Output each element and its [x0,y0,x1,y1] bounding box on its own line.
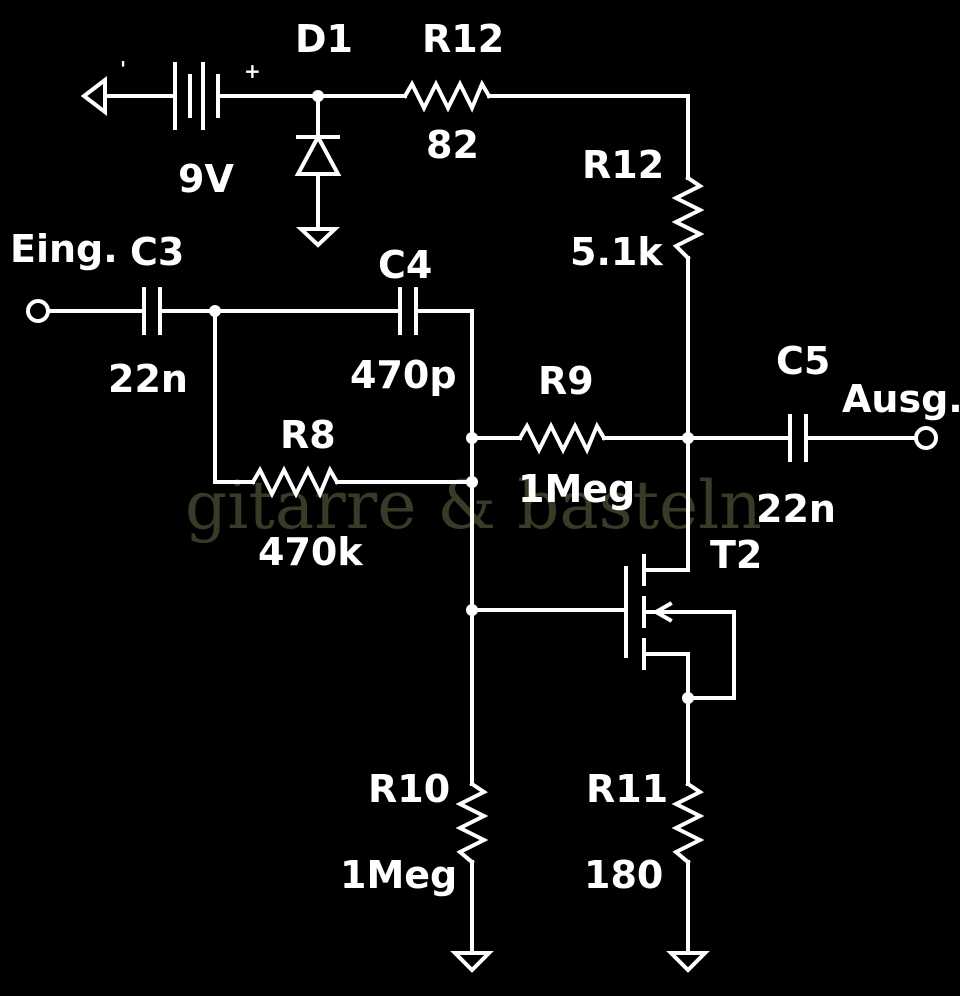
r9-label: R9 [538,359,594,403]
c4-label: C4 [378,243,432,287]
r10-value: 1Meg [340,853,457,897]
r11-value: 180 [584,853,663,897]
c3-label: C3 [130,230,184,274]
battery-plus-label: + [244,59,261,83]
resistor-r9 [470,421,690,455]
c4-value: 470p [350,353,457,397]
r12-series-value: 82 [426,123,479,167]
input-terminal[interactable] [26,299,50,323]
resistor-r12-drain [671,94,705,572]
c5-label: C5 [776,339,830,383]
r8-value: 470k [258,530,363,574]
r12-drain-label: R12 [582,143,664,187]
battery-value: 9V [178,157,234,201]
resistor-r10 [450,780,494,973]
transistor-t2 [470,554,736,700]
output-terminal[interactable] [914,426,938,450]
capacitor-c3 [46,287,217,335]
junction-dot [466,476,478,488]
d1-label: D1 [295,17,353,61]
t2-label: T2 [710,533,762,577]
r12-series-label: R12 [422,17,504,61]
input-label: Eing. [10,227,118,271]
r8-label: R8 [280,413,336,457]
r10-label: R10 [368,767,450,811]
r11-label: R11 [586,767,668,811]
capacitor-c5 [686,414,918,462]
diode-d1 [294,94,342,248]
output-label: Ausg. [842,377,960,421]
battery [80,62,320,130]
resistor-r11 [666,696,710,973]
battery-minus-label: ' [120,57,126,81]
r12-drain-value: 5.1k [570,230,663,274]
capacitor-c4 [213,287,474,440]
r9-value: 1Meg [518,467,635,511]
c5-value: 22n [756,487,836,531]
resistor-r12-series [316,79,690,113]
resistor-r8 [213,309,474,499]
c3-value: 22n [108,357,188,401]
